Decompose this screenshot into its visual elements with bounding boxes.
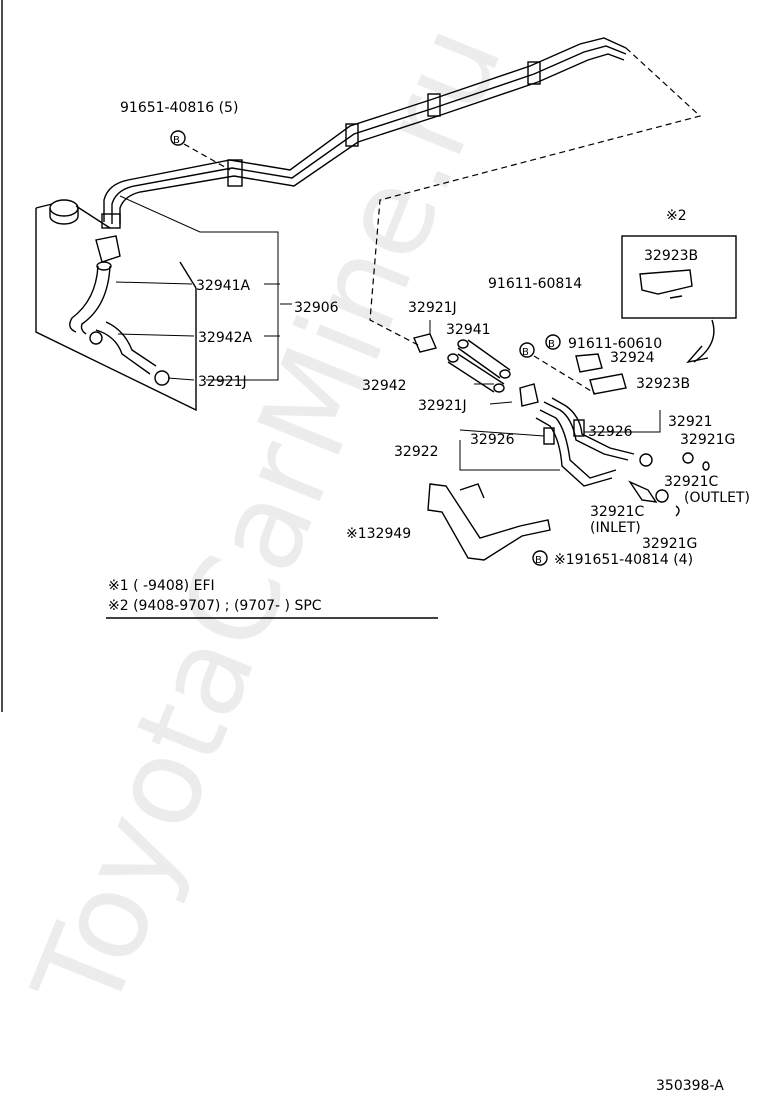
callout-32949: ※132949 [346,526,411,542]
callout-91651-40814: ※191651-40814 (4) [554,552,693,568]
callout-32941A: 32941A [196,278,251,294]
oil-cooler-tank [35,199,197,412]
callout-32906: 32906 [294,300,339,316]
callout-32921J-top: 32921J [408,300,457,316]
callout-32921J-left: 32921J [198,374,247,390]
callout-32941: 32941 [446,322,491,338]
callout-32924: 32924 [610,350,655,366]
cooler-line-assembly [413,333,710,517]
callout-32942A: 32942A [198,330,253,346]
leader-dashed [533,355,597,395]
callout-32923B: 32923B [636,376,690,392]
callout-32926-right: 32926 [588,424,633,440]
svg-text:B: B [522,347,529,358]
callout-91651-40816: 91651-40816 (5) [120,100,238,116]
callout-32921G-bottom: 32921G [642,536,697,552]
bolt-icon: B [519,342,535,358]
callout-32921: 32921 [668,414,713,430]
callout-32942: 32942 [362,378,407,394]
callout-32921C-inlet: 32921C [590,504,645,520]
callout-32921C-outlet: 32921C [664,474,719,490]
callout-91611-60814: 91611-60814 [488,276,582,292]
callout-outlet-label: (OUTLET) [684,490,750,506]
svg-text:B: B [548,339,555,350]
watermark-text: ToyotaCarMine.ru [8,7,530,1032]
bolt-icon: B [545,334,561,350]
svg-text:B: B [535,555,542,566]
callout-32923B-inset: 32923B [644,248,698,264]
bolt-icon: B [532,550,548,566]
tank-hoses [69,261,195,386]
callout-32921J-mid: 32921J [418,398,467,414]
note-spc: ※2 (9408-9707) ; (9707- ) SPC [108,598,322,614]
bolt-icon: B [170,130,186,146]
note-efi: ※1 ( -9408) EFI [108,578,215,594]
bracket-32949 [427,483,551,561]
callout-32922: 32922 [394,444,439,460]
figure-code: 350398-A [656,1078,724,1094]
inset-box-spc [621,235,737,364]
svg-text:B: B [173,135,180,146]
callout-91611-60610: 91611-60610 [568,336,662,352]
leader-dashed [183,143,231,171]
callout-inlet-label: (INLET) [590,520,641,536]
callout-32926-left: 32926 [470,432,515,448]
callout-inset-marker: ※2 [666,208,687,224]
callout-32921G-top: 32921G [680,432,735,448]
group-bracket-32906 [264,283,292,337]
oil-cooler-pipes [95,37,627,381]
connection-dashed-line [369,47,702,347]
leader-lines [429,320,661,471]
